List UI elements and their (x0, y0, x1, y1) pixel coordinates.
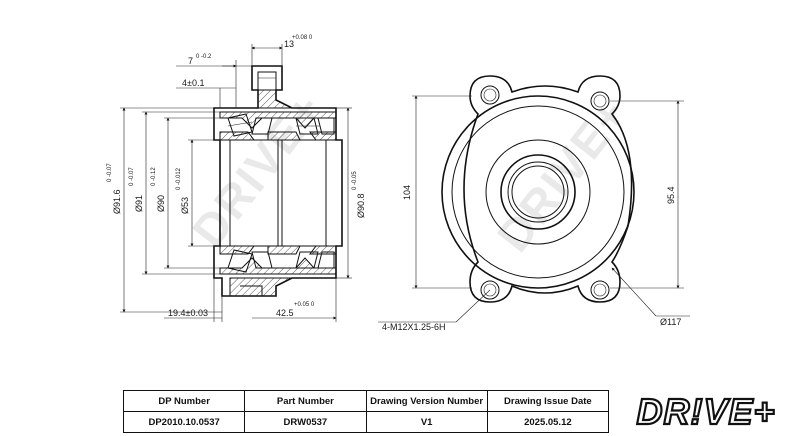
dim-top-13: 13 (284, 39, 294, 49)
bolt-hole-tr (590, 91, 610, 111)
dim-bottom-42-tol: +0.05 0 (294, 302, 315, 308)
value-version: V1 (365, 411, 488, 433)
dim-bore: Ø53 (180, 197, 190, 214)
dim-d2-tol: 0 -0.07 (129, 167, 135, 186)
header-issue-date: Drawing Issue Date (486, 390, 610, 412)
hub-circle-2 (451, 105, 625, 279)
bolt-spec: 4-M12X1.25-6H (382, 322, 446, 332)
dim-top: 13 +0.08 0 7 0 -0.2 4±0.1 (176, 35, 313, 108)
title-block-header-row: DP Number Part Number Drawing Version Nu… (122, 390, 610, 412)
upper-inner-ring-hatch (219, 131, 337, 141)
bolt-hole-bl (480, 280, 500, 300)
dim-left-diameters: Ø91.6 0 -0.07 Ø91 0 -0.07 Ø90 0 -0.12 Ø5… (107, 107, 222, 313)
flange-outline (463, 75, 633, 303)
dim-top-7: 7 (188, 56, 193, 66)
dim-d2: Ø91 (134, 195, 144, 212)
dim-top-4: 4±0.1 (182, 78, 204, 88)
dim-right-diameter: Ø90.8 0 -0.05 (336, 107, 366, 279)
brand-logo: DR!VE+ (620, 390, 792, 433)
dim-top-13-tol: +0.08 0 (292, 35, 313, 41)
header-dp-number: DP Number (122, 390, 246, 412)
bore-outer (500, 154, 576, 230)
bore-circle (507, 161, 569, 223)
dim-bottom: 19.4±0.03 42.5 +0.05 0 (164, 278, 337, 322)
lower-inner-ring-hatch (219, 245, 337, 255)
bottom-flange-hatch (229, 277, 293, 297)
dim-outer-right: Ø90.8 (356, 193, 366, 218)
dim-top-7-tol: 0 -0.2 (196, 54, 212, 60)
header-version: Drawing Version Number (365, 390, 488, 412)
dim-height-104: 104 (402, 185, 412, 200)
dim-outer-right-tol: 0 -0.05 (352, 171, 358, 190)
bolt-hole-br (590, 280, 610, 300)
value-part-number: DRW0537 (244, 411, 367, 433)
dim-height-95: 95.4 (666, 186, 676, 204)
title-block-value-row: DP2010.10.0537 DRW0537 V1 2025.05.12 (122, 411, 610, 433)
dim-bore-tol: 0 -0.012 (176, 167, 182, 190)
front-view: 104 95.4 4-M12X1.25-6H Ø117 (378, 75, 690, 332)
lower-rollers (227, 249, 335, 273)
dim-d1-tol: 0 -0.07 (107, 163, 113, 182)
title-block: DP Number Part Number Drawing Version Nu… (122, 390, 610, 433)
dim-d1: Ø91.6 (112, 189, 122, 214)
dim-bottom-19: 19.4±0.03 (168, 308, 208, 318)
brand-logo-text: DR!VE+ (635, 390, 776, 433)
top-stud (257, 71, 277, 91)
dim-d3-tol: 0 -0.12 (151, 167, 157, 186)
dim-bottom-42: 42.5 (276, 308, 294, 318)
bore-inner (511, 165, 565, 219)
dim-pcd: Ø117 (660, 317, 681, 327)
hub-circle-3 (485, 139, 591, 245)
value-dp-number: DP2010.10.0537 (122, 411, 246, 433)
bolt-hole-tl (480, 85, 500, 105)
section-view: Ø91.6 0 -0.07 Ø91 0 -0.07 Ø90 0 -0.12 Ø5… (107, 35, 366, 322)
dim-d3: Ø90 (156, 195, 166, 212)
upper-rollers (227, 113, 335, 137)
value-issue-date: 2025.05.12 (486, 411, 610, 433)
hub-outer-circle (441, 95, 635, 289)
header-part-number: Part Number (244, 390, 367, 412)
